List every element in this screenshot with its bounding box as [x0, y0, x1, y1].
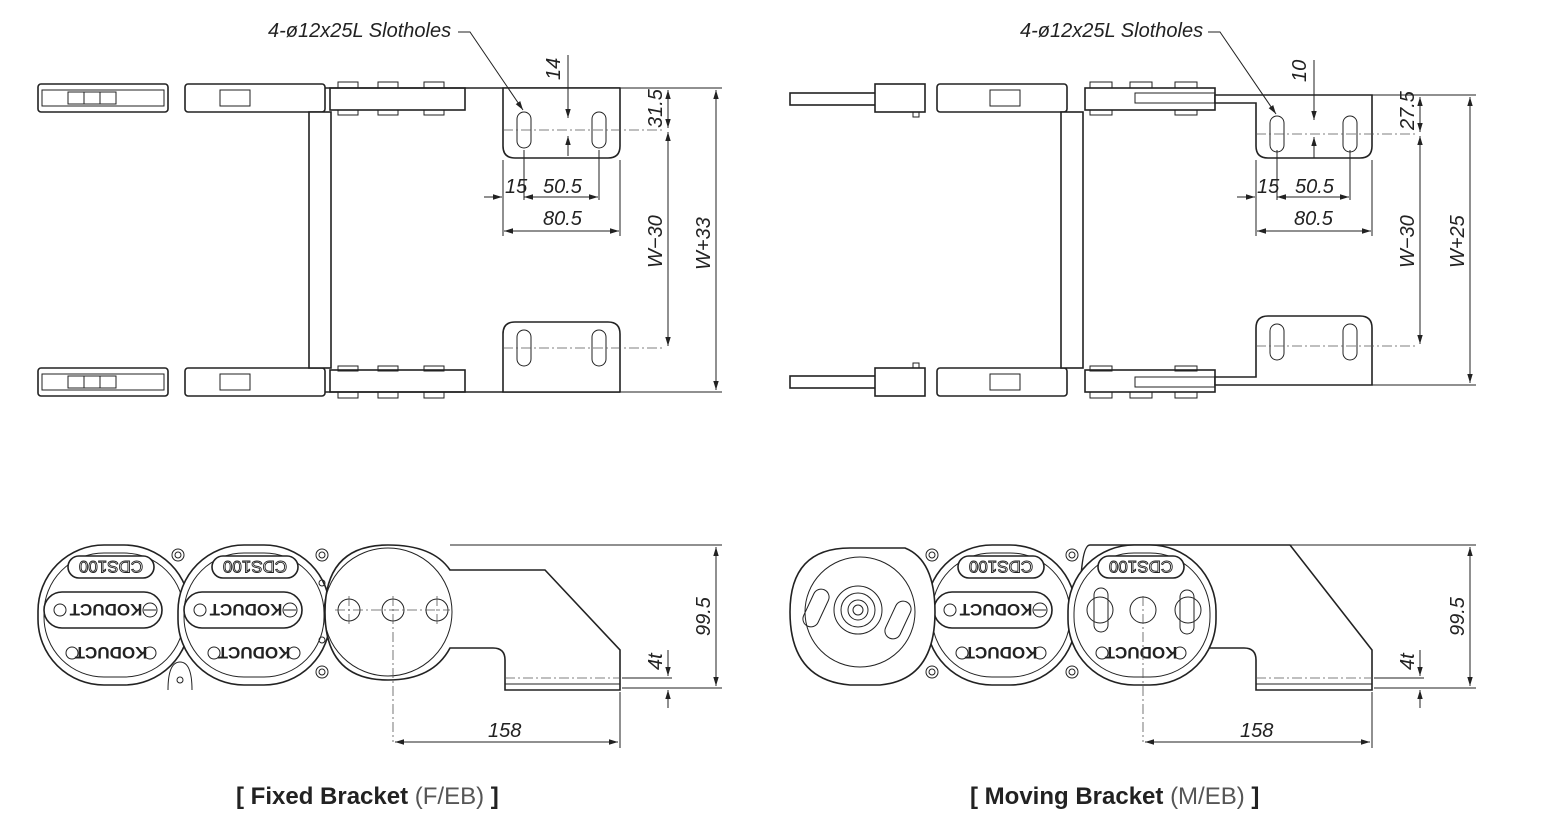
chain-model-label: CDS100: [79, 557, 143, 576]
chain-brand-label: KODUCT: [209, 600, 282, 619]
moving-dim-inner-width: W−30: [1397, 215, 1419, 268]
moving-bracket-caption: [ Moving Bracket (M/EB) ]: [970, 783, 1259, 811]
fixed-dim-thickness: 4t: [645, 652, 667, 670]
moving-dim-bracket-length: 80.5: [1294, 208, 1334, 230]
caption-bracket-open: [: [970, 783, 978, 810]
moving-dim-edge-top: 27.5: [1397, 90, 1419, 131]
caption-code: (M/EB): [1170, 783, 1245, 810]
fixed-bracket-caption: [ Fixed Bracket (F/EB) ]: [236, 783, 499, 811]
caption-title: Fixed Bracket: [250, 783, 409, 810]
caption-bracket-close: ]: [490, 783, 499, 810]
bolt-hole: [1086, 596, 1114, 624]
moving-upper-bracket-plate: [1214, 94, 1373, 159]
fixed-dim-length: 158: [488, 720, 521, 742]
moving-slotholes-label: 4-ø12x25L Slotholes: [1020, 20, 1203, 42]
fixed-upper-bracket-plate: [502, 87, 621, 159]
slot-hole: [1342, 323, 1358, 361]
moving-dim-height: 99.5: [1447, 596, 1469, 636]
chain-brand-label: KODUCT: [959, 600, 1032, 619]
chain-brand-label: KODUCT: [1104, 643, 1177, 662]
chain-model-label: CDS100: [1109, 557, 1173, 576]
caption-bracket-close: ]: [1251, 783, 1260, 810]
moving-top-upper-rail: [789, 81, 1216, 118]
moving-dim-hole-edge: 15: [1257, 176, 1280, 198]
caption-title: Moving Bracket: [984, 783, 1164, 810]
chain-link: CDS100 KODUCT KODUCT: [925, 544, 1079, 686]
chain-brand-label: KODUCT: [74, 643, 147, 662]
moving-top-view: 4-ø12x25L Slotholes 10 27.5 W−30 W+25 15…: [789, 20, 1476, 399]
moving-dim-slot-offset: 10: [1289, 60, 1311, 82]
moving-crossbar: [1060, 111, 1084, 369]
fixed-dim-edge-top: 31.5: [645, 88, 667, 128]
slot-hole: [1269, 323, 1285, 361]
chain-model-label: CDS100: [969, 557, 1033, 576]
chain-brand-label: KODUCT: [217, 643, 290, 662]
bolt-hole: [1174, 596, 1202, 624]
moving-dim-outer-width: W+25: [1447, 214, 1469, 268]
caption-code: (F/EB): [414, 783, 485, 810]
fixed-top-upper-rail: [37, 81, 620, 116]
chain-brand-label: KODUCT: [69, 600, 142, 619]
moving-end-cap: [789, 547, 939, 686]
fixed-side-view: CDS100 KODUCT KODUCT CDS100 KODUCT KODUC…: [37, 544, 722, 748]
fixed-dim-inner-width: W−30: [645, 215, 667, 268]
fixed-dim-hole-edge: 15: [505, 176, 528, 198]
fixed-lower-bracket-plate: [502, 321, 621, 393]
fixed-dim-hole-pitch: 50.5: [543, 176, 583, 198]
fixed-dim-bracket-length: 80.5: [543, 208, 583, 230]
fixed-top-lower-rail: [37, 365, 620, 399]
fixed-side-bracket: [324, 544, 621, 691]
moving-side-view: CDS100 KODUCT KODUCT CDS100 KODUCT: [789, 544, 1476, 748]
fixed-slotholes-label: 4-ø12x25L Slotholes: [268, 20, 451, 42]
fixed-dim-slot-offset: 14: [543, 58, 565, 80]
moving-dim-hole-pitch: 50.5: [1295, 176, 1335, 198]
moving-dim-length: 158: [1240, 720, 1273, 742]
fixed-dim-height: 99.5: [693, 596, 715, 636]
chain-link: CDS100 KODUCT KODUCT: [37, 544, 193, 691]
moving-lower-bracket-plate: [1214, 315, 1373, 386]
chain-brand-label: KODUCT: [964, 643, 1037, 662]
chain-link: CDS100 KODUCT KODUCT: [177, 544, 331, 686]
fixed-top-view: 4-ø12x25L Slotholes 14 31.5 W−30 W+33 15…: [37, 20, 722, 399]
caption-bracket-open: [: [236, 783, 244, 810]
fixed-crossbar: [308, 111, 332, 369]
fixed-dim-outer-width: W+33: [693, 217, 715, 270]
moving-top-lower-rail: [789, 362, 1216, 399]
chain-model-label: CDS100: [223, 557, 287, 576]
chain-link: CDS100 KODUCT: [1067, 544, 1217, 686]
moving-dim-thickness: 4t: [1397, 652, 1419, 670]
